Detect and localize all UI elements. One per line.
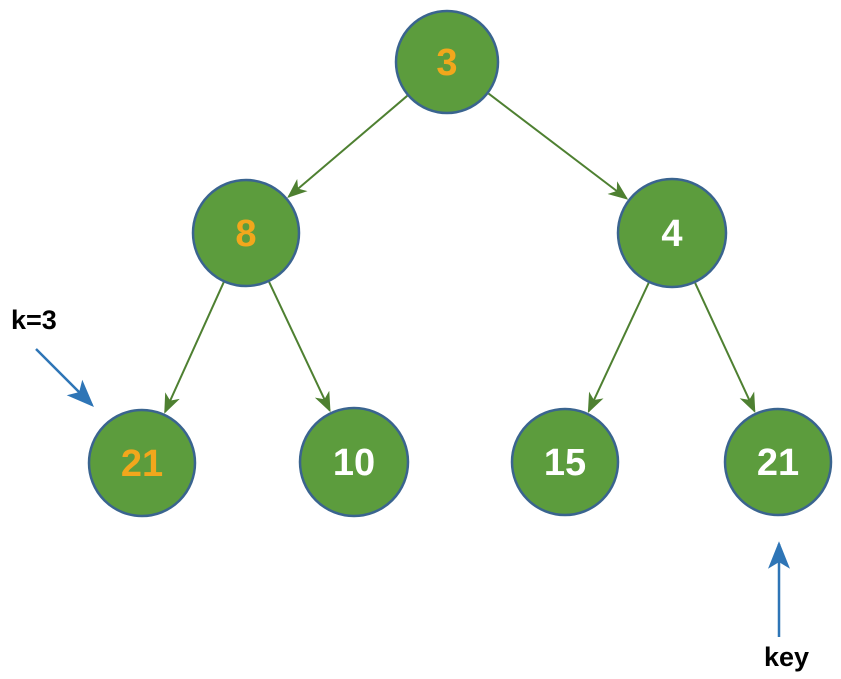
tree-node-value: 4	[661, 213, 682, 255]
tree-node-value: 3	[436, 42, 457, 84]
tree-node-value: 15	[544, 442, 586, 484]
tree-node-circle	[394, 9, 500, 115]
tree-node-value: 8	[235, 213, 256, 255]
tree-edges	[164, 92, 756, 414]
tree-node-left-left: 21	[87, 408, 197, 518]
tree-node-circle	[191, 178, 301, 288]
tree-edge-right-to-right-right	[694, 282, 756, 413]
tree-node-circle	[298, 406, 410, 518]
tree-node-circle	[723, 407, 833, 517]
tree-node-circle	[616, 177, 728, 289]
tree-edge-left-to-left-left	[164, 281, 225, 414]
tree-node-value: 21	[121, 443, 163, 485]
tree-nodes: 3 8 4 21 10 15 21	[87, 9, 833, 518]
tree-node-right-left: 15	[510, 407, 620, 517]
tree-node-value: 10	[333, 442, 375, 484]
tree-node-left-right: 10	[298, 406, 410, 518]
tree-edge-left-to-left-right	[268, 281, 331, 413]
tree-node-left: 8	[191, 178, 301, 288]
tree-node-circle	[87, 408, 197, 518]
k-equals-3-arrow	[35, 348, 94, 407]
tree-edge-root-to-left	[287, 94, 409, 199]
tree-node-root: 3	[394, 9, 500, 115]
annotation-arrows	[35, 348, 790, 637]
tree-node-circle	[510, 407, 620, 517]
tree-edge-root-to-right	[487, 92, 629, 200]
tree-node-value: 21	[757, 442, 799, 484]
tree-edge-right-to-right-left	[587, 282, 650, 414]
tree-node-right-right: 21	[723, 407, 833, 517]
tree-node-right: 4	[616, 177, 728, 289]
k-equals-3-label: k=3	[11, 305, 57, 335]
key-label: key	[764, 642, 810, 672]
